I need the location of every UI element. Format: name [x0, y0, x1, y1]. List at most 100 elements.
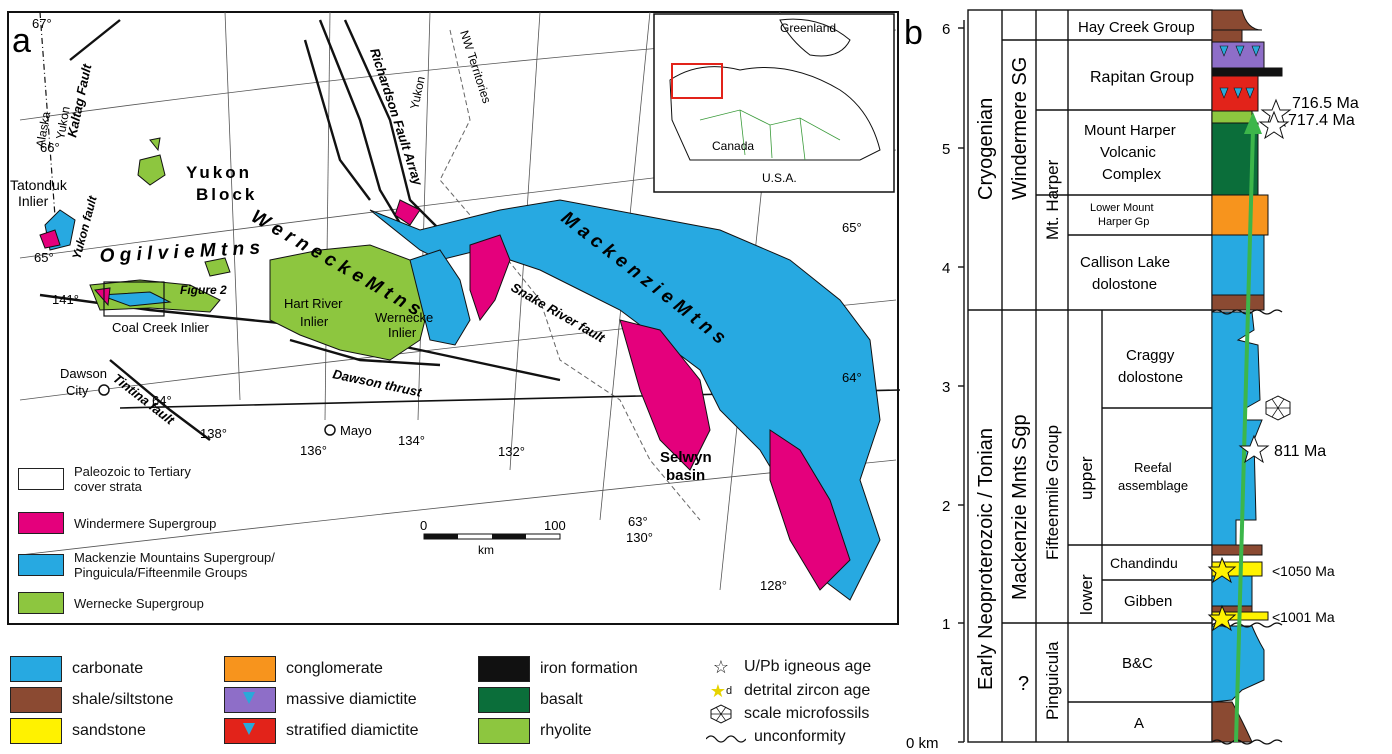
legend-iron: iron formation: [478, 656, 638, 682]
unit-lmh-2: Harper Gp: [1098, 216, 1149, 228]
tick-1: 1: [942, 616, 950, 633]
unit-bc: B&C: [1122, 655, 1153, 672]
label-cryogenian: Cryogenian: [975, 98, 997, 200]
dawson-marker: [98, 384, 110, 396]
star-outline-icon: ☆: [712, 656, 730, 677]
legend-sandstone: sandstone: [10, 718, 146, 744]
age-7174: 717.4 Ma: [1288, 112, 1355, 129]
lat-65: 65°: [34, 250, 54, 265]
age-811: 811 Ma: [1274, 443, 1326, 460]
unit-reefal-2: assemblage: [1118, 478, 1188, 493]
lat-64: 64°: [152, 393, 172, 408]
swatch-carbonate: [10, 656, 62, 682]
scale-0: 0: [420, 518, 427, 533]
lon-136: 136°: [300, 443, 327, 458]
lat-64-right: 64°: [842, 370, 862, 385]
star-filled-icon: ★d: [709, 680, 733, 701]
legend-unconformity: unconformity: [706, 726, 846, 748]
label-yukon-block: Yukon: [186, 163, 252, 182]
panel-b-label: b: [904, 14, 923, 52]
legend-sandstone-label: sandstone: [72, 722, 146, 739]
legend-stratified-label: stratified diamictite: [286, 722, 419, 739]
swatch-conglomerate: [224, 656, 276, 682]
y-ticks: [958, 27, 964, 743]
lon-130: 130°: [626, 530, 653, 545]
strat-table: [967, 9, 1213, 743]
diamictite-marks: [1219, 45, 1261, 99]
map-legend-windermere: Windermere Supergroup: [18, 512, 216, 534]
map-swatch-wernecke: [18, 592, 64, 614]
label-alaska: Alaska: [33, 110, 53, 148]
legend-iron-label: iron formation: [540, 660, 638, 677]
label-selwyn: Selwyn: [660, 449, 712, 466]
strat-panel: b 0 km 1 2 3 4 5 6 Cryogenian Early Neop…: [902, 0, 1392, 752]
label-yukon-w: Yukon: [53, 105, 73, 140]
label-hart: Hart River: [284, 296, 343, 311]
legend-microfossils: scale microfossils: [706, 703, 869, 725]
legend-shale: shale/siltstone: [10, 687, 173, 713]
inset-canada: Canada: [712, 139, 754, 153]
swatch-massive-diamictite: [224, 687, 276, 713]
unit-mth-2: Volcanic: [1100, 144, 1156, 161]
territory-border: [439, 29, 701, 521]
scale-km: km: [478, 543, 494, 557]
scale-bar: 0 100 km: [420, 518, 566, 557]
label-mt-harper: Mt. Harper: [1043, 159, 1062, 240]
unit-callison-1: Callison Lake: [1080, 254, 1170, 271]
legend-basalt-label: basalt: [540, 691, 583, 708]
legend-igneous-age: ☆ U/Pb igneous age: [706, 656, 871, 678]
tick-3: 3: [942, 379, 950, 396]
label-pinguicula: Pinguicula: [1043, 641, 1062, 720]
lon-132: 132°: [498, 444, 525, 459]
legend-detrital-age: ★d detrital zircon age: [706, 680, 870, 702]
age-1001: <1001 Ma: [1272, 609, 1335, 625]
unit-callison-2: dolostone: [1092, 276, 1157, 293]
microfossil-symbol: [1265, 395, 1291, 421]
swatch-rhyolite: [478, 718, 530, 744]
label-tonian: Early Neoproterozoic / Tonian: [975, 428, 997, 690]
label-figure2: Figure 2: [180, 283, 227, 297]
legend-conglomerate-label: conglomerate: [286, 660, 383, 677]
swatch-sandstone: [10, 718, 62, 744]
unit-craggy-1: Craggy: [1126, 347, 1175, 364]
map-legend-windermere-label: Windermere Supergroup: [74, 515, 217, 531]
unconformity-icon: [706, 726, 746, 748]
age-markers: [1207, 98, 1292, 632]
unit-reefal-1: Reefal: [1134, 460, 1172, 475]
label-dawson-2: City: [66, 383, 89, 398]
scale-100: 100: [544, 518, 566, 533]
label-tatonduk: Tatonduk: [10, 177, 68, 193]
triangle-icon: [243, 692, 255, 704]
tick-5: 5: [942, 141, 950, 158]
label-q: ?: [1018, 673, 1029, 695]
legend-massive-label: massive diamictite: [286, 691, 417, 708]
unit-rapitan: Rapitan Group: [1090, 69, 1194, 86]
map-swatch-cover: [18, 468, 64, 490]
legend-carbonate: carbonate: [10, 656, 143, 682]
legend-igneous-label: U/Pb igneous age: [744, 658, 872, 675]
label-selwyn-2: basin: [666, 467, 705, 484]
figure2-box: [103, 281, 165, 317]
inset-study-area: [671, 63, 723, 99]
legend-carbonate-label: carbonate: [72, 660, 144, 677]
tick-6: 6: [942, 21, 950, 38]
tick-0: 0 km: [906, 735, 939, 749]
map-legend-wernecke-label: Wernecke Supergroup: [74, 595, 204, 611]
microfossil-icon: [706, 703, 736, 725]
legend-stratified-diamictite: stratified diamictite: [224, 718, 419, 744]
label-coal: Coal Creek Inlier: [112, 320, 209, 335]
map-swatch-mackenzie: [18, 554, 64, 576]
legend-microfossil-label: scale microfossils: [744, 705, 870, 722]
map-legend-mackenzie: Mackenzie Mountains Supergroup/Pinguicul…: [18, 550, 275, 580]
label-windermere: Windermere SG: [1009, 57, 1031, 200]
label-wernecke-inlier-2: Inlier: [388, 325, 417, 340]
swatch-basalt: [478, 687, 530, 713]
label-yukon-block-2: Block: [196, 185, 257, 204]
unit-a: A: [1134, 715, 1144, 732]
unit-chandindu: Chandindu: [1110, 555, 1178, 571]
legend-shale-label: shale/siltstone: [72, 691, 174, 708]
unit-mth-1: Mount Harper: [1084, 122, 1176, 139]
map-svg: Greenland Canada U.S.A. a 67° 66° 65° 64…: [7, 11, 901, 625]
label-fifteenmile: Fifteenmile Group: [1043, 425, 1062, 560]
